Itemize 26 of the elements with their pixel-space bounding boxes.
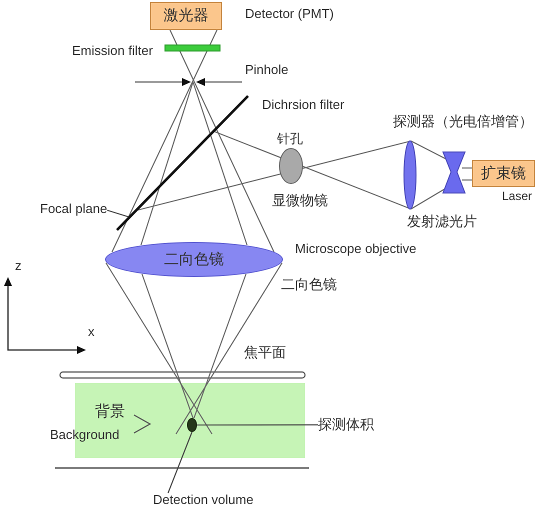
part-label: 发射滤光片 [407,213,477,230]
part-label: Detection volume [153,493,254,508]
part-label: Pinhole [245,63,288,78]
leader-line [197,424,318,426]
part-label: 背景 [95,403,125,420]
part-label: 显微物镜 [272,192,328,208]
part-label: Background [50,428,120,443]
component-box: 激光器 [150,2,222,30]
part-label: Laser [502,190,532,204]
part-label: 探测体积 [318,416,374,432]
part-label: Focal plane [40,202,108,217]
leader-line [168,432,193,494]
part-label: Microscope objective [295,242,416,257]
axis-label: x [88,325,94,340]
leader-line [107,210,130,218]
part-label: 探测器（光电倍增管） [393,113,533,130]
part-label: Detector (PMT) [245,7,334,22]
part-label: Emission filter [72,44,153,59]
axis-label: z [15,259,22,274]
objective-lens: 二向色镜 [105,242,283,277]
part-label: 二向色镜 [281,276,337,292]
part-label: 焦平面 [244,344,286,360]
part-label: Dichrsion filter [262,98,344,113]
part-label: 针孔 [277,132,303,147]
mirror-line [114,93,251,233]
component-box: 扩束镜 [472,160,535,187]
